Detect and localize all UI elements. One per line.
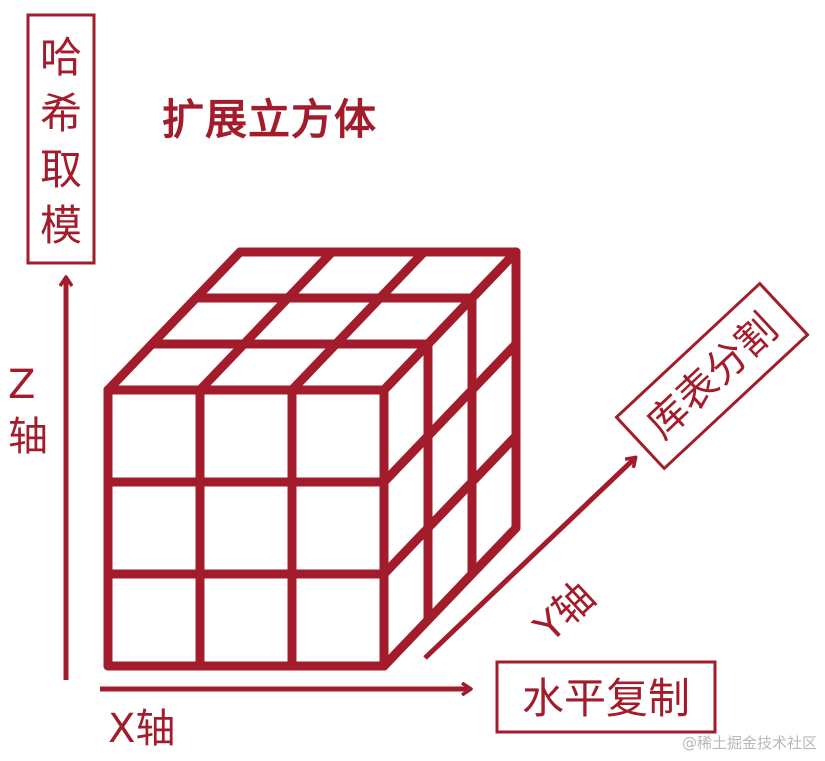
x-axis-box-label: 水平复制: [522, 674, 690, 723]
x-axis-label: X轴: [108, 706, 175, 752]
cube-top-depth-line: [287, 247, 429, 395]
y-axis-label: Y轴: [525, 574, 604, 652]
cube-top-depth-line: [103, 247, 245, 395]
z-axis-label-axis: 轴: [8, 414, 48, 460]
cube-side-depth-line: [379, 431, 521, 579]
z-axis-box: [26, 13, 96, 265]
y-axis-arrow: [423, 458, 635, 660]
cube-top-depth-line: [195, 247, 337, 395]
z-axis-label-z: Z: [8, 362, 35, 408]
cube-side-depth-line: [379, 339, 521, 487]
y-axis-box: 库表分割: [614, 281, 810, 471]
cube-side-depth-line: [379, 523, 521, 671]
x-axis-box: [495, 660, 717, 734]
z-axis-box-label: 哈希取模: [40, 33, 82, 250]
watermark: @稀土掘金技术社区: [681, 734, 817, 752]
expansion-cube: [103, 247, 521, 671]
cube-side-depth-line: [379, 247, 521, 395]
diagram-title: 扩展立方体: [162, 95, 378, 144]
